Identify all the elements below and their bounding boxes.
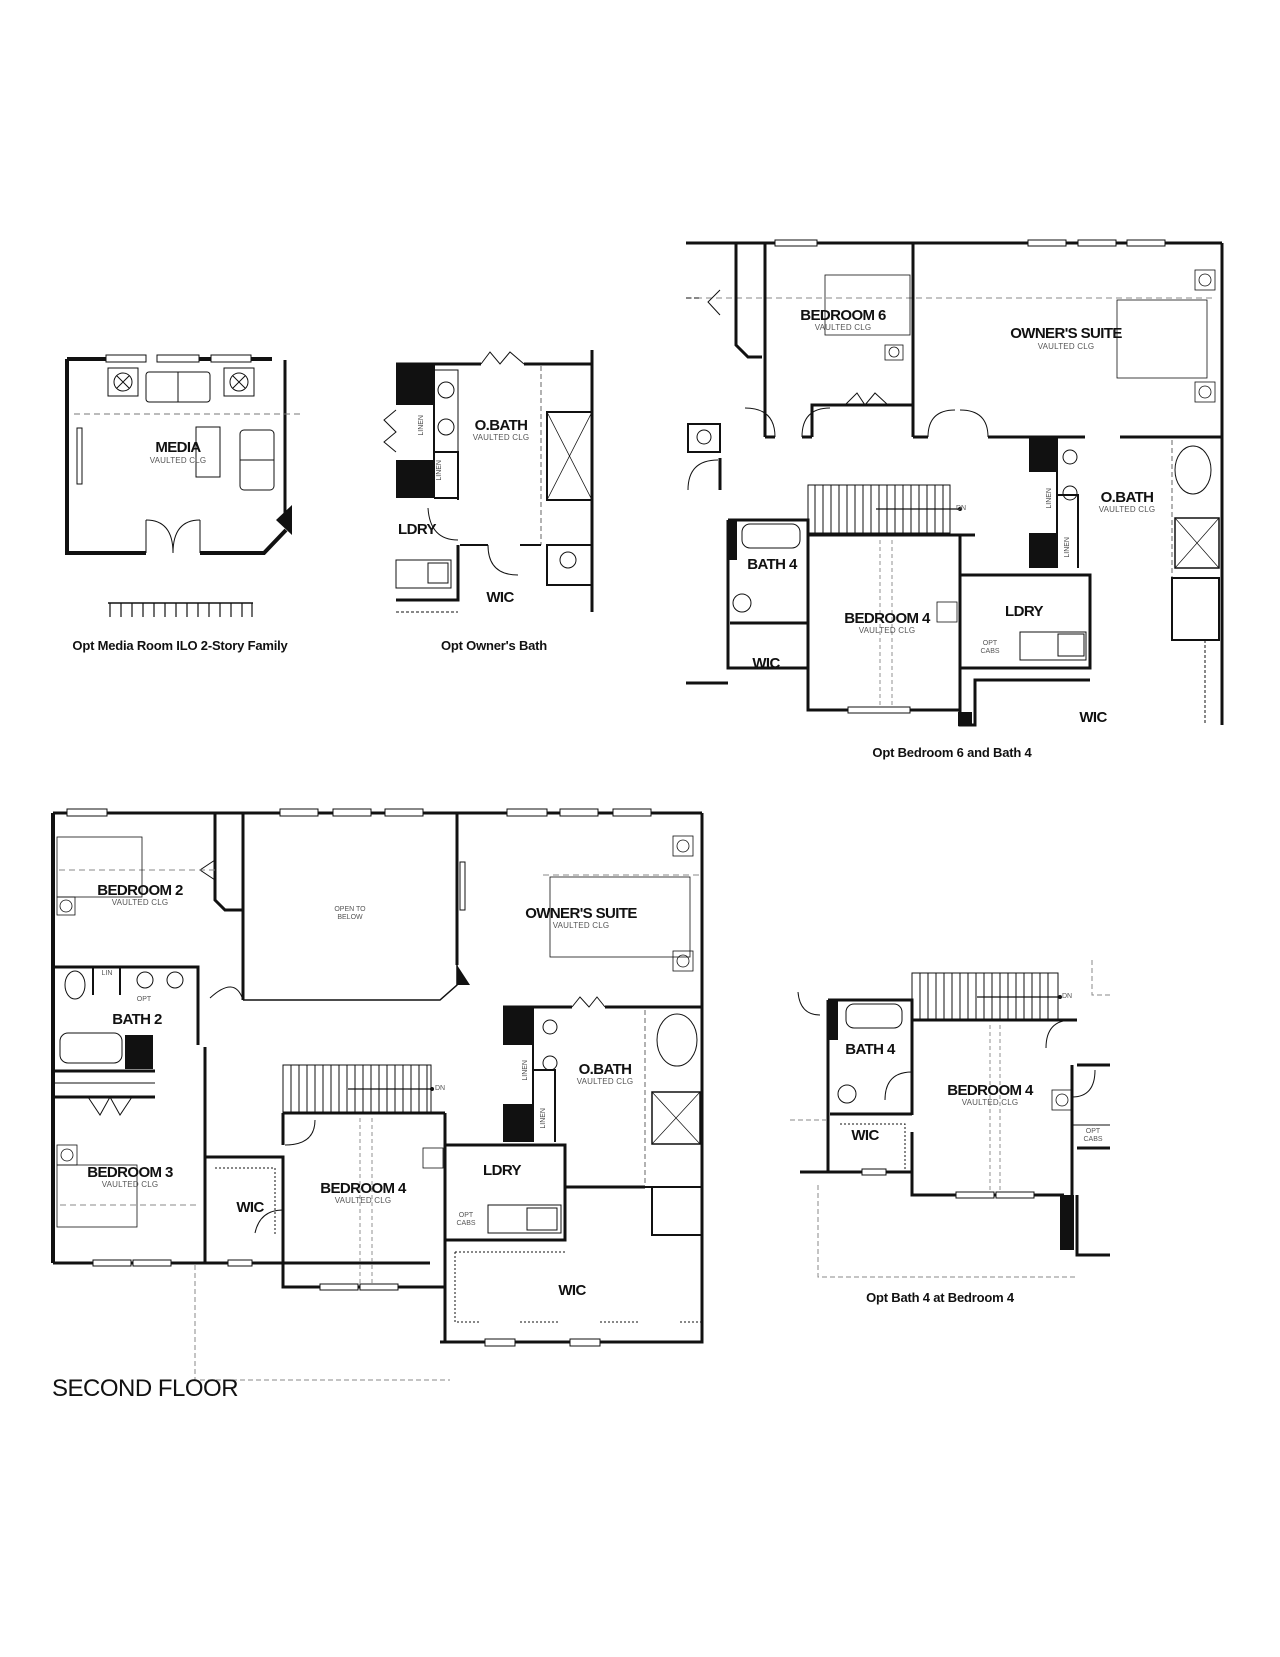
caption-bath4-at-bedroom4: Opt Bath 4 at Bedroom 4 [866, 1290, 1014, 1305]
room-sublabel-bedroom2: VAULTED CLG [111, 898, 169, 907]
room-label-obath: O.BATH [474, 417, 528, 434]
room-sublabel-bedroom3: VAULTED CLG [101, 1180, 159, 1189]
room-label-media: MEDIA [155, 439, 201, 456]
room-sublabel-bedroom4: VAULTED CLG [334, 1196, 392, 1205]
room-label-wic-2: WIC [558, 1282, 586, 1299]
room-label-owners-suite: OWNER'S SUITE [1010, 325, 1122, 342]
room-label-bath4: BATH 4 [747, 556, 797, 573]
room-label-obath: O.BATH [578, 1061, 632, 1078]
room-label-owners-suite: OWNER'S SUITE [525, 905, 637, 922]
room-label-ldry: LDRY [1005, 603, 1043, 620]
room-label-wic-1: WIC [752, 655, 780, 672]
plan-second-floor: BEDROOM 2 VAULTED CLG OPEN TO BELOW OWNE… [0, 0, 720, 1420]
caption-owners-bath: Opt Owner's Bath [440, 638, 548, 653]
opt-cabs-label: OPT CABS [980, 640, 1000, 655]
plan-bedroom6-bath4: BEDROOM 6 VAULTED CLG OWNER'S SUITE VAUL… [0, 0, 1280, 760]
room-sublabel-bedroom4: VAULTED CLG [858, 626, 916, 635]
plan-media-room: MEDIA VAULTED CLG [0, 0, 320, 660]
opt-cabs-label: OPT CABS [1083, 1128, 1103, 1143]
room-label-bedroom4: BEDROOM 4 [320, 1180, 406, 1197]
room-label-ldry: LDRY [483, 1162, 521, 1179]
lin-label: LIN [101, 970, 113, 977]
page-title: SECOND FLOOR [52, 1375, 239, 1402]
room-label-obath: O.BATH [1100, 489, 1154, 506]
opt-cabs-label: OPT CABS [456, 1212, 476, 1227]
room-sublabel-media: VAULTED CLG [149, 456, 207, 465]
open-to-below-label: OPEN TO BELOW [334, 906, 366, 921]
room-label-bedroom4: BEDROOM 4 [844, 610, 930, 627]
stairs-down-label: DN [955, 505, 967, 512]
room-sublabel-bedroom6: VAULTED CLG [814, 323, 872, 332]
room-label-wic-2: WIC [1079, 709, 1107, 726]
stairs-down-label: DN [1061, 993, 1073, 1000]
room-label-wic: WIC [486, 589, 514, 606]
room-sublabel-obath: VAULTED CLG [472, 433, 530, 442]
room-label-bath4: BATH 4 [845, 1041, 895, 1058]
plan-owners-bath: LINEN LINEN O.BATH VAULTED CLG LDRY WIC [0, 0, 620, 660]
room-sublabel-owners-suite: VAULTED CLG [552, 921, 610, 930]
room-sublabel-bedroom4: VAULTED CLG [961, 1098, 1019, 1107]
room-label-bath2: BATH 2 [112, 1011, 162, 1028]
opt-label: OPT [136, 996, 152, 1003]
room-label-bedroom2: BEDROOM 2 [97, 882, 183, 899]
caption-bedroom6-bath4: Opt Bedroom 6 and Bath 4 [872, 745, 1032, 760]
room-label-ldry: LDRY [398, 521, 436, 538]
caption-media-room: Opt Media Room ILO 2-Story Family [72, 638, 288, 653]
plan-bath4-at-bedroom4: DN BATH 4 BEDROOM 4 VAULTED CLG WIC OPT … [790, 960, 1110, 1278]
room-label-wic-1: WIC [236, 1199, 264, 1216]
stairs-down-label: DN [434, 1085, 446, 1092]
room-sublabel-owners-suite: VAULTED CLG [1037, 342, 1095, 351]
bedroom6-bath4-drawing [686, 239, 1224, 727]
room-label-bedroom4: BEDROOM 4 [947, 1082, 1033, 1099]
room-label-bedroom6: BEDROOM 6 [800, 307, 886, 324]
second-floor-drawing [51, 808, 704, 1381]
bath4-at-bedroom4-drawing [790, 960, 1110, 1278]
room-label-wic: WIC [851, 1127, 879, 1144]
room-sublabel-obath: VAULTED CLG [576, 1077, 634, 1086]
room-label-bedroom3: BEDROOM 3 [87, 1164, 173, 1181]
media-room-drawing [65, 354, 300, 617]
owners-bath-drawing [383, 350, 594, 613]
room-sublabel-obath: VAULTED CLG [1098, 505, 1156, 514]
